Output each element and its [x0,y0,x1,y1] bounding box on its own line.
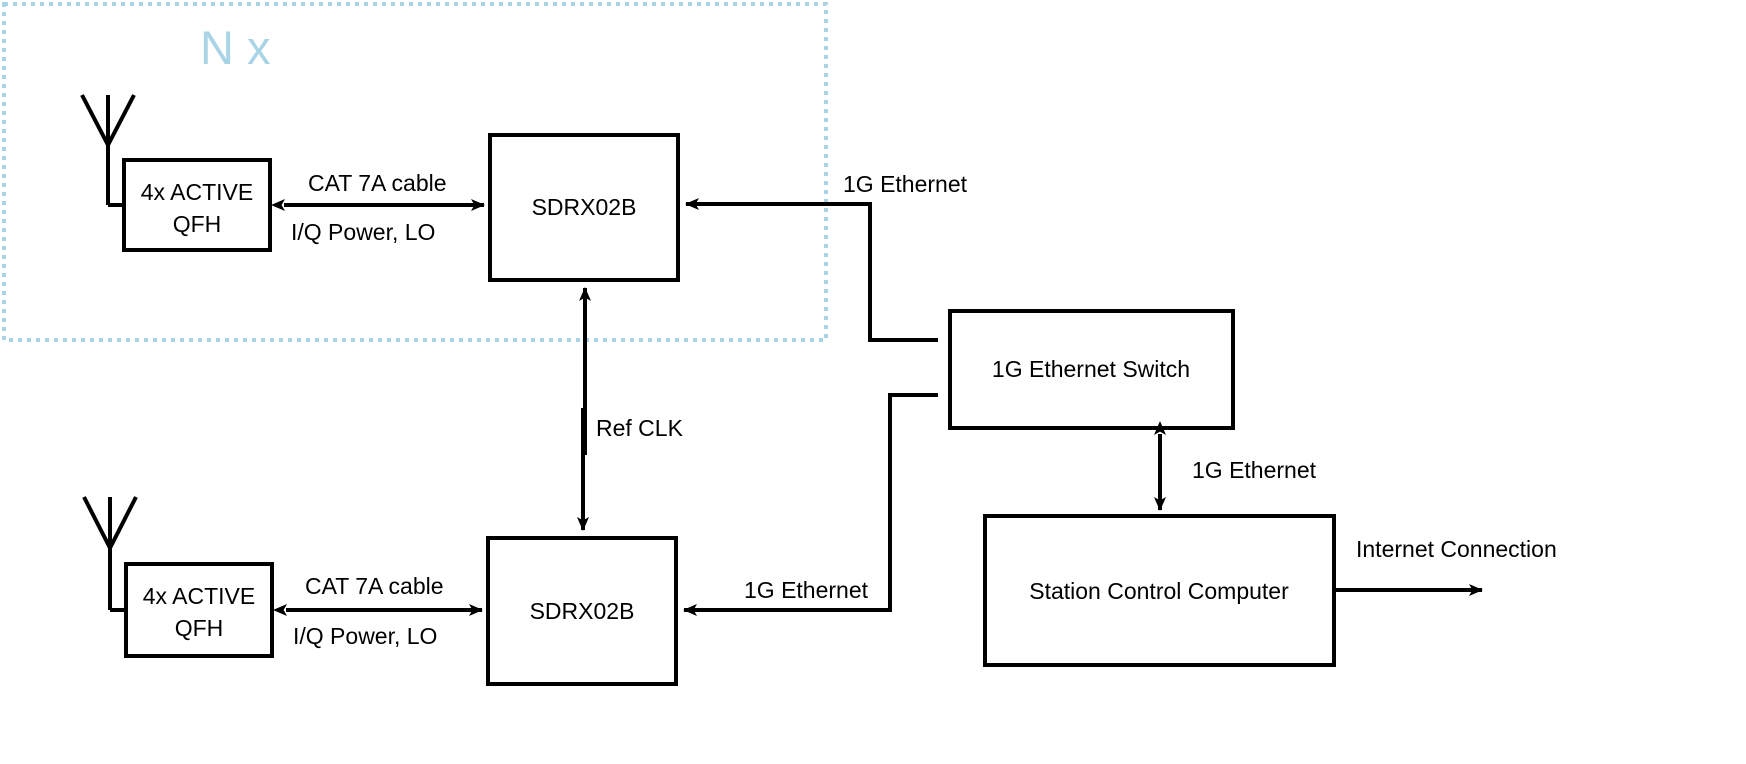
group-label-nx: N x [200,21,271,74]
wire-ethernet-top-label: 1G Ethernet [843,171,968,197]
block-station-control-computer[interactable] [983,514,1336,667]
wire-cat7-top-label-below: I/Q Power, LO [291,219,435,245]
block-ethernet-switch[interactable] [948,309,1235,430]
wire-ethernet-bottom [683,393,938,616]
wire-switch-computer-label: 1G Ethernet [1192,457,1317,483]
block-qfh-top-label-line1: 4x ACTIVE [141,179,253,205]
antenna-bottom-icon [82,496,138,612]
wire-internet-connection-label: Internet Connection [1356,536,1557,562]
wire-ethernet-top [685,198,938,342]
block-sdrx02b-top-label: SDRX02B [532,194,637,220]
wire-cat7-bottom-label-above: CAT 7A cable [305,573,444,599]
repeated-chain-group-border [2,2,828,342]
block-qfh-top[interactable] [122,158,272,252]
antenna-top-icon [80,94,136,207]
block-qfh-bottom-label-line2: QFH [175,615,224,641]
wire-ethernet-bottom-label: 1G Ethernet [744,577,869,603]
block-sdrx02b-bottom[interactable] [486,536,678,686]
wire-cat7-top-label-above: CAT 7A cable [308,170,447,196]
block-qfh-top-label-line2: QFH [173,211,222,237]
block-ethernet-switch-label: 1G Ethernet Switch [992,356,1190,382]
block-sdrx02b-top[interactable] [488,133,680,282]
block-sdrx02b-bottom-label: SDRX02B [530,598,635,624]
wire-ref-clk-label: Ref CLK [596,415,684,441]
block-qfh-bottom[interactable] [124,562,274,658]
wire-cat7-bottom-label-below: I/Q Power, LO [293,623,437,649]
block-station-control-computer-label: Station Control Computer [1029,578,1289,604]
block-qfh-bottom-label-line1: 4x ACTIVE [143,583,255,609]
